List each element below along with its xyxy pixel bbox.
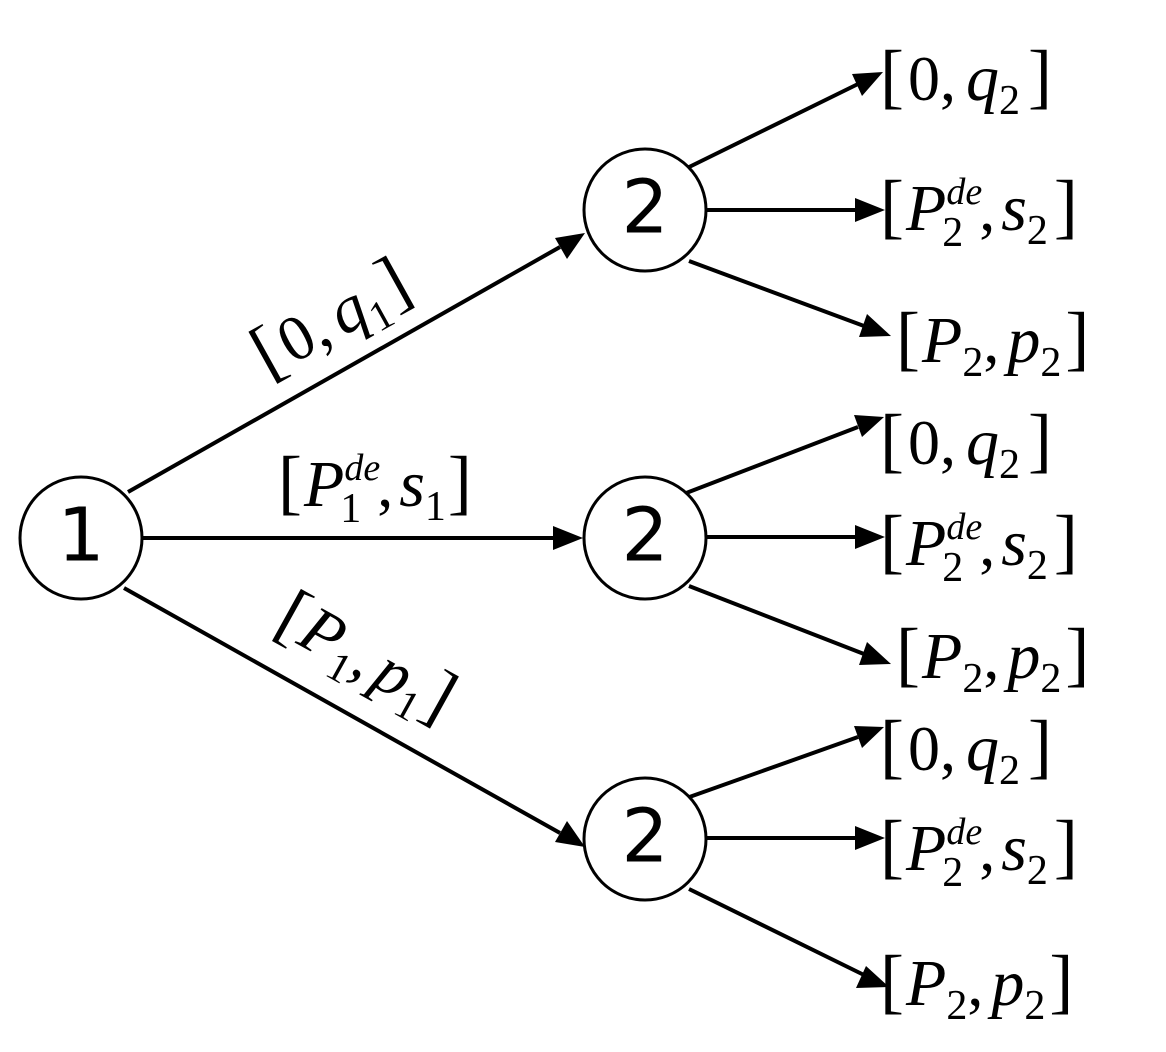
edge-label-root-bot: [P1,p1] (260, 574, 470, 744)
edge-top-to-outcome-2 (705, 198, 885, 222)
edge-root-to-top (127, 233, 585, 494)
edge-bot-to-outcome-3 (688, 887, 889, 988)
node-player-2-mid-label: 2 (621, 493, 668, 579)
outcome-label-7: [0,q2] (880, 706, 1052, 794)
outcome-label-6: [P2,p2] (896, 614, 1089, 702)
outcome-label-4: [0,q2] (880, 400, 1052, 488)
edge-top-to-outcome-1 (680, 72, 883, 173)
node-player-1: 1 (18, 475, 144, 601)
outcome-label-1: [0,q2] (880, 36, 1052, 124)
node-player-2-top-label: 2 (621, 165, 668, 251)
node-player-2-bot-label: 2 (621, 794, 668, 880)
edge-mid-to-outcome-1 (680, 415, 884, 497)
edge-root-to-mid (143, 526, 583, 550)
node-player-2-top: 2 (582, 147, 708, 273)
outcome-label-3: [P2,p2] (896, 298, 1089, 386)
node-player-2-mid: 2 (582, 475, 708, 601)
edge-mid-to-outcome-2 (705, 525, 885, 549)
edge-bot-to-outcome-2 (705, 826, 885, 850)
edge-mid-to-outcome-3 (688, 584, 891, 665)
outcome-label-9: [P2,p2] (880, 941, 1073, 1029)
edge-root-to-bot (123, 586, 585, 847)
edge-top-to-outcome-3 (688, 259, 891, 337)
edge-label-root-top: [0,q1] (237, 241, 427, 399)
node-player-1-label: 1 (57, 493, 104, 579)
edge-bot-to-outcome-1 (680, 726, 884, 802)
node-player-2-bot: 2 (582, 776, 708, 902)
